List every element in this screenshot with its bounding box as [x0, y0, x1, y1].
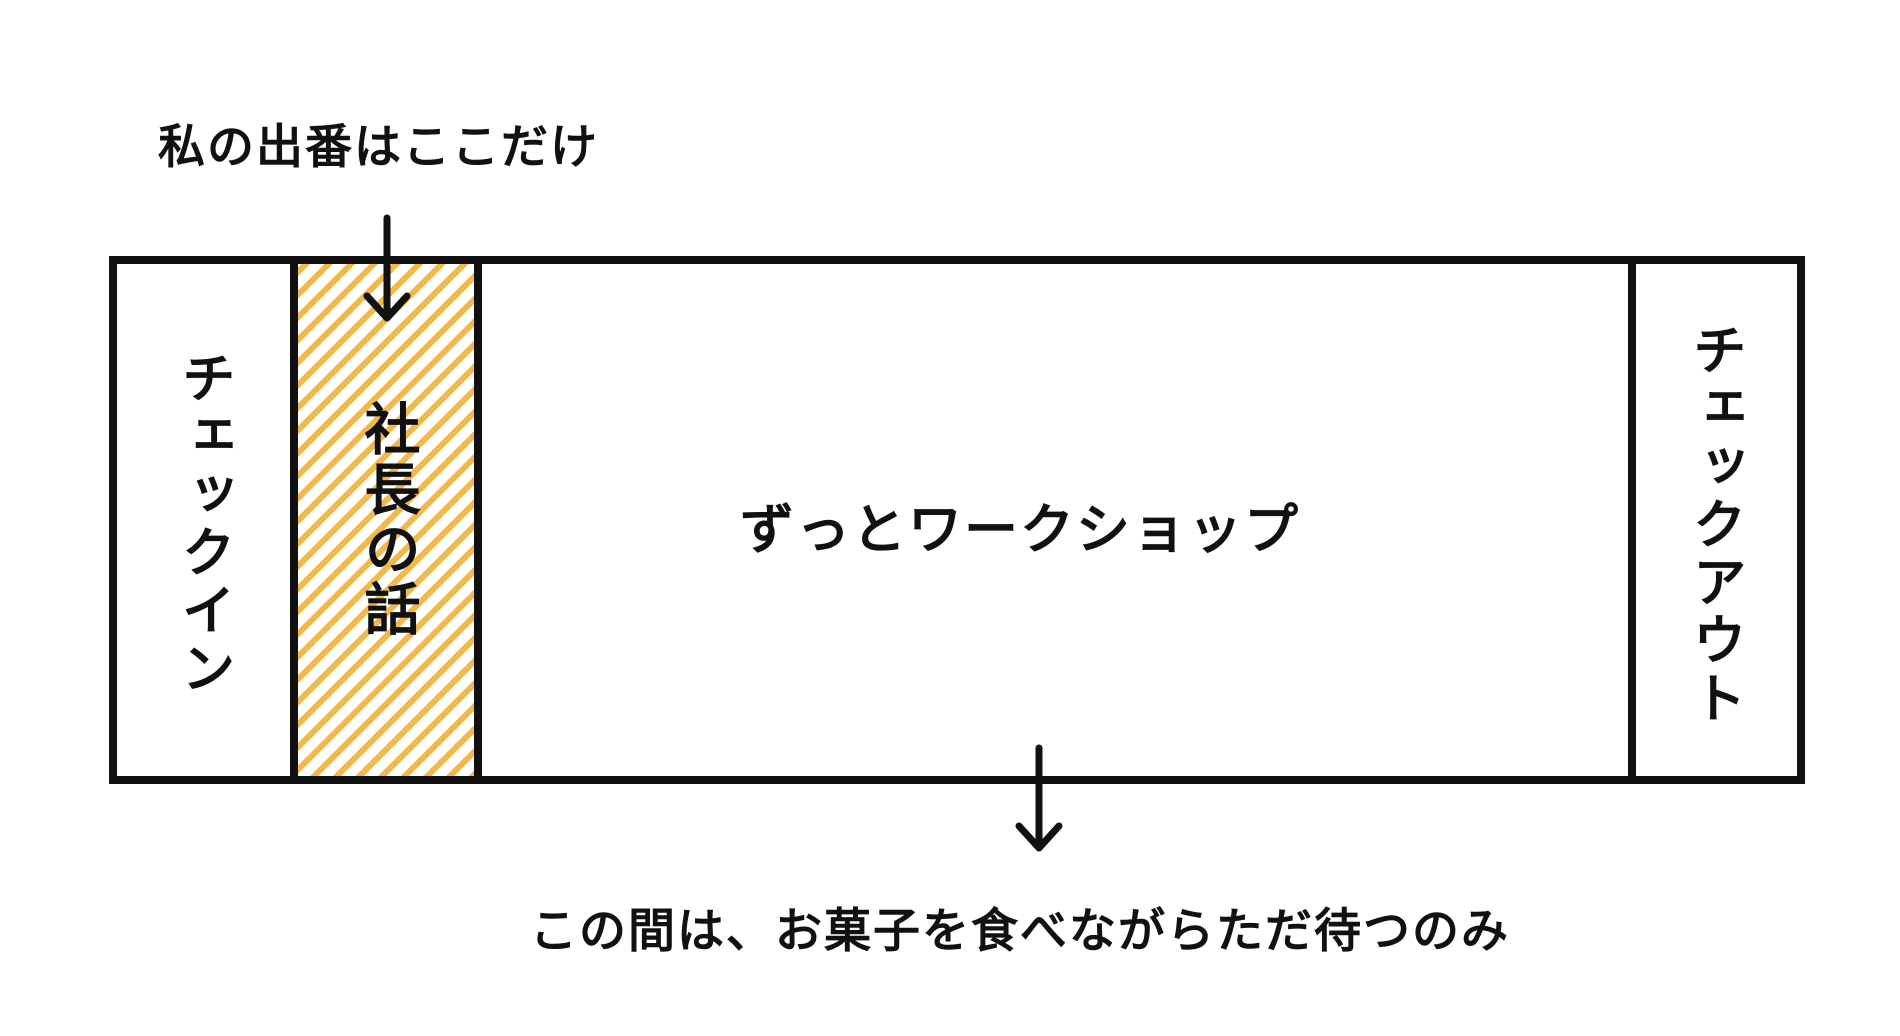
ceo-talk-segment-fill	[294, 260, 478, 780]
bottom-annotation: この間は、お菓子を食べながらただ待つのみ	[530, 904, 1510, 959]
segment-check-out-label: チェックアウト	[1683, 322, 1746, 728]
top-annotation: 私の出番はここだけ	[158, 120, 599, 175]
bottom-arrow-head	[1015, 822, 1063, 852]
timeline-outer-box	[109, 256, 1805, 784]
segment-workshop-label: ずっとワークショップ	[740, 498, 1300, 561]
top-arrow-head	[363, 292, 411, 322]
segment-ceo-talk-label: 社長の話	[355, 400, 420, 640]
segment-check-in-label: チェックイン	[172, 350, 235, 698]
